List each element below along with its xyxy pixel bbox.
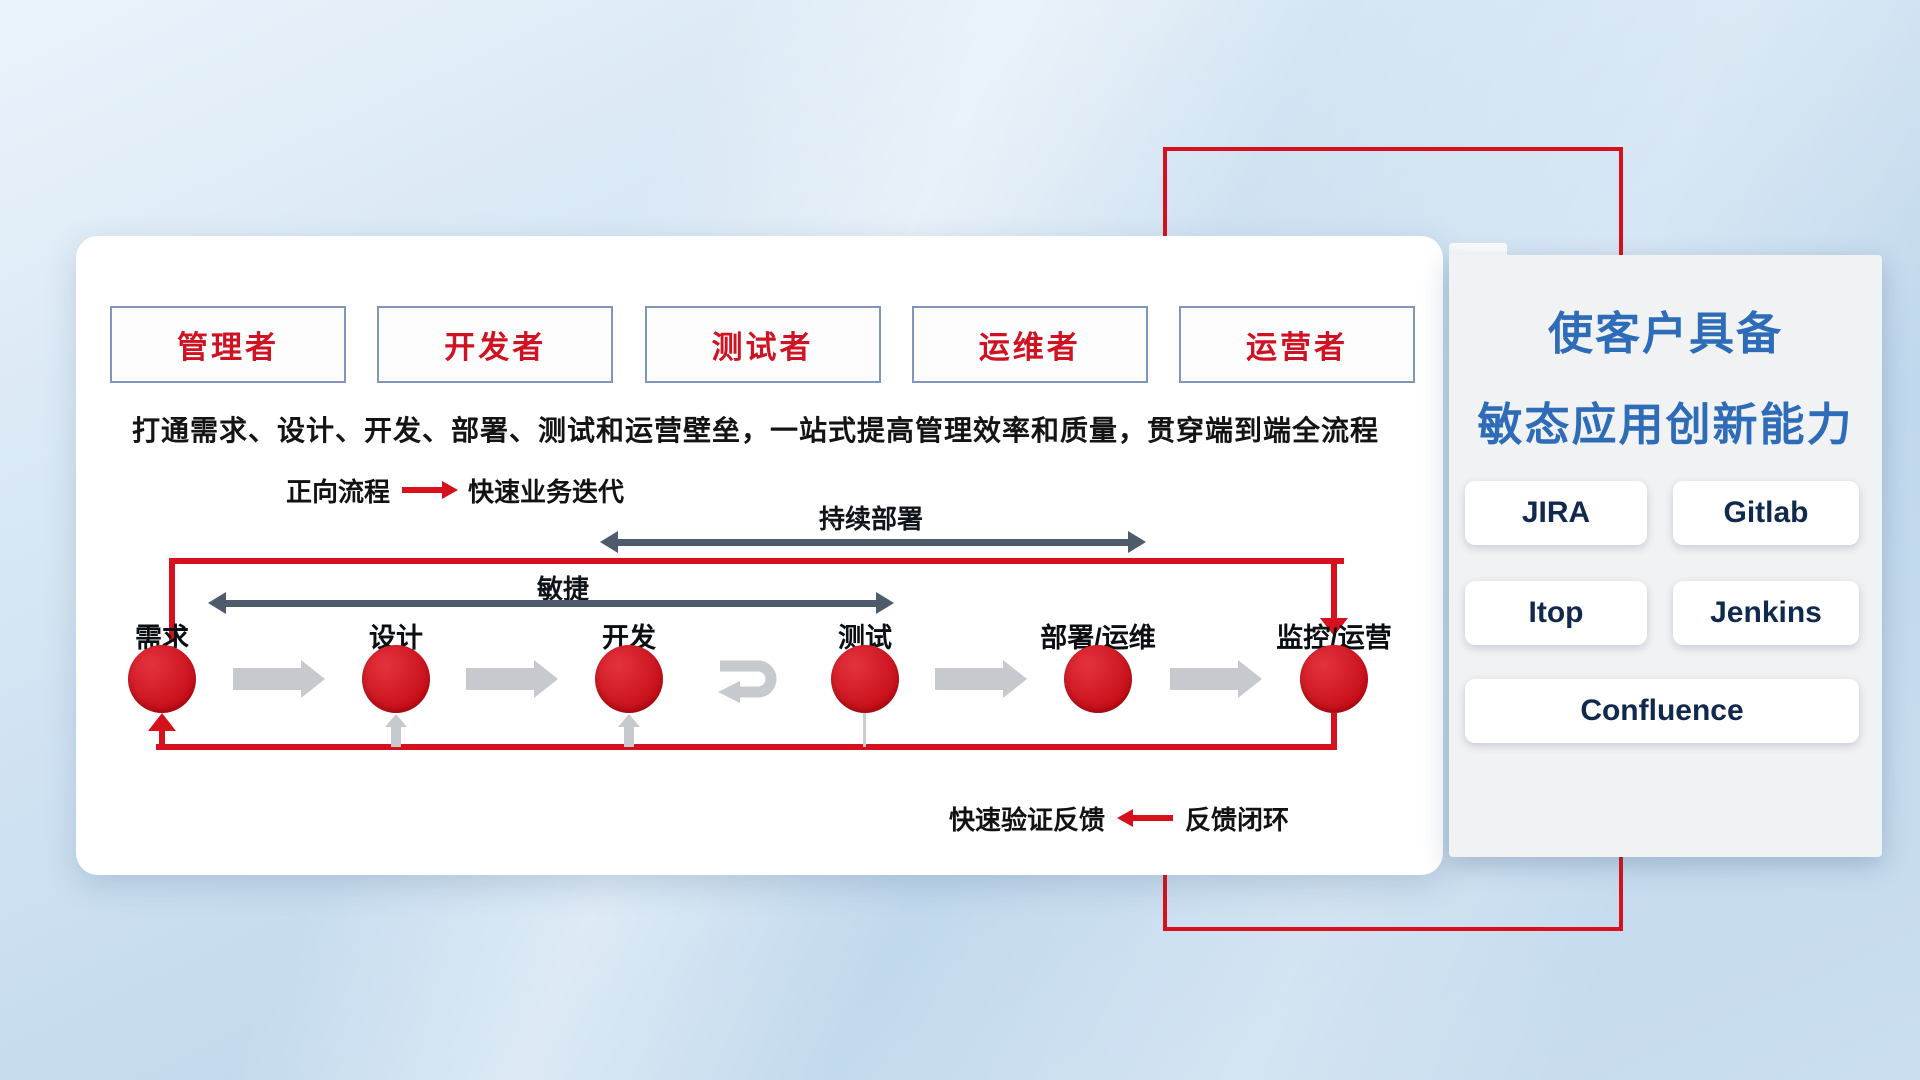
panel-title-line1: 使客户具备	[1547, 308, 1783, 359]
role-label: 测试者	[711, 330, 814, 365]
role-label: 运维者	[978, 330, 1081, 365]
capability-panel: 使客户具备 敏态应用创新能力 JIRA Gitlab Itop Jenkins …	[1449, 255, 1882, 857]
feedback-loop-left-line	[159, 730, 165, 750]
devops-flow-card: 管理者 开发者 测试者 运维者 运营者 打通需求、设计、开发、部署、测试和运营壁…	[76, 236, 1443, 875]
feedback-legend: 快速验证反馈 反馈闭环	[949, 802, 1290, 835]
feedback-up-arrow-icon	[618, 714, 640, 747]
feedback-loop-right-line	[1331, 713, 1337, 750]
flow-arrow-icon	[1170, 660, 1262, 698]
flow-arrow-icon	[935, 660, 1027, 698]
tool-badge-gitlab: Gitlab	[1673, 481, 1859, 545]
forward-loop-left-line	[169, 558, 175, 642]
forward-flow-label: 正向流程	[286, 476, 391, 507]
subtitle-text: 打通需求、设计、开发、部署、测试和运营壁垒，一站式提高管理效率和质量，贯穿端到端…	[132, 415, 1380, 446]
forward-flow-desc: 快速业务迭代	[468, 476, 625, 507]
role-label: 开发者	[444, 330, 547, 365]
role-box-tester: 测试者	[644, 306, 881, 383]
flow-arrow-icon	[233, 660, 325, 698]
tool-badge-confluence: Confluence	[1465, 679, 1859, 743]
feedback-legend-label: 快速验证反馈	[949, 804, 1106, 835]
forward-loop-right-line	[1331, 558, 1337, 620]
forward-loop-top-line	[169, 558, 1344, 564]
tool-badge-jenkins: Jenkins	[1673, 581, 1859, 645]
right-arrow-icon	[402, 481, 459, 499]
feedback-up-arrow-icon	[385, 714, 407, 747]
continuous-deployment-label: 持续部署	[818, 504, 923, 534]
role-row: 管理者 开发者 测试者 运维者 运营者	[110, 306, 1415, 383]
role-box-ops: 运维者	[911, 306, 1148, 383]
iteration-arrow-icon	[704, 650, 790, 713]
stage-node-testing	[831, 645, 899, 713]
left-arrow-icon	[1117, 809, 1174, 827]
stage-node-development	[595, 645, 663, 713]
role-label: 管理者	[177, 330, 279, 365]
agile-label: 敏捷	[536, 574, 589, 604]
feedback-loop-bottom-line	[156, 744, 1337, 750]
role-box-developer: 开发者	[377, 306, 614, 383]
stage-node-monitor-ops	[1300, 645, 1368, 713]
up-arrowhead-icon	[148, 713, 176, 731]
tool-badge-itop: Itop	[1465, 581, 1647, 645]
feedback-legend-desc: 反馈闭环	[1185, 804, 1290, 835]
tool-badge-jira: JIRA	[1465, 481, 1647, 545]
flow-arrow-icon	[466, 660, 558, 698]
role-box-manager: 管理者	[110, 306, 346, 383]
stage-node-requirements	[128, 645, 196, 713]
role-label: 运营者	[1246, 330, 1348, 365]
stage-node-design	[362, 645, 430, 713]
continuous-deployment-arrow-icon	[600, 531, 1146, 553]
stage-node-deploy-ops	[1064, 645, 1132, 713]
down-arrowhead-icon	[1320, 618, 1348, 636]
agile-arrow-icon	[208, 592, 894, 614]
role-box-operator: 运营者	[1179, 306, 1415, 383]
forward-flow-legend: 正向流程 快速业务迭代	[286, 474, 625, 507]
testing-feedback-link-line	[863, 713, 866, 747]
panel-title-line2: 敏态应用创新能力	[1477, 399, 1854, 450]
